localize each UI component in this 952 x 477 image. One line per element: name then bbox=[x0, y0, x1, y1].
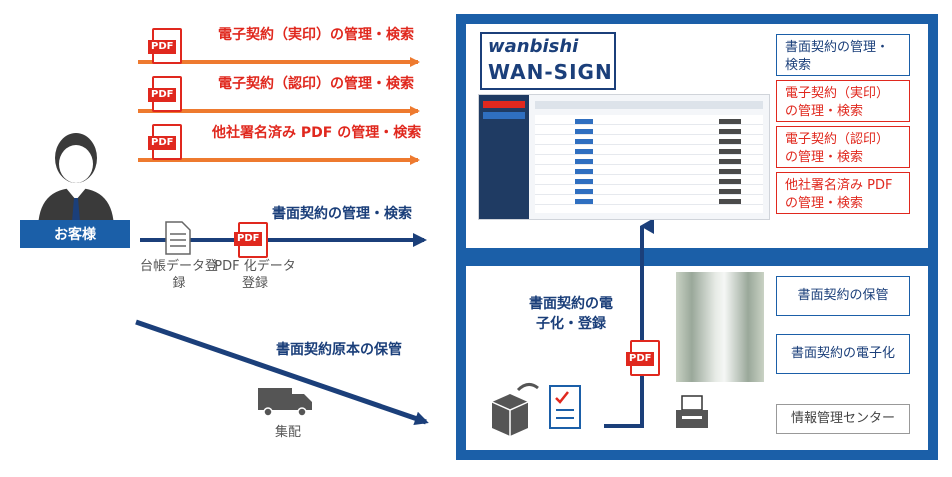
app-toolbar bbox=[535, 101, 763, 109]
feature-box-jitsuin: 電子契約（実印）の管理・検索 bbox=[776, 80, 910, 122]
app-table-action-column bbox=[719, 119, 741, 209]
app-table-status-column bbox=[575, 119, 593, 209]
flow-label-mitomein: 電子契約（認印）の管理・検索 bbox=[218, 76, 414, 92]
brand-text: wanbishi bbox=[488, 36, 579, 57]
truck-label: 集配 bbox=[274, 425, 301, 440]
warehouse-photo bbox=[676, 272, 764, 382]
center-box-digitize: 書面契約の電子化 bbox=[776, 334, 910, 374]
scanner-icon bbox=[676, 395, 708, 428]
pdf-tag: PDF bbox=[148, 136, 177, 150]
pdf-icon-paper: PDF bbox=[234, 222, 268, 258]
curved-arrow-icon bbox=[516, 383, 539, 392]
app-sidebar bbox=[479, 95, 529, 219]
ledger-doc-icon bbox=[165, 221, 191, 255]
wansign-logo: wanbishi WAN-SIGN bbox=[480, 32, 616, 90]
product-name: WAN-SIGN bbox=[488, 60, 613, 84]
storage-flow-arrow bbox=[135, 319, 429, 426]
checklist-icon bbox=[549, 385, 581, 429]
center-name: 情報管理センター bbox=[776, 404, 910, 434]
pdf-tag: PDF bbox=[148, 40, 177, 54]
flow-label-other-pdf: 他社署名済み PDF の管理・検索 bbox=[212, 125, 422, 141]
pdf-tag: PDF bbox=[626, 352, 655, 366]
ledger-step-label: 台帳データ登録 bbox=[139, 259, 218, 291]
pdf-tag: PDF bbox=[234, 232, 263, 246]
storage-flow-label: 書面契約原本の保管 bbox=[276, 342, 402, 358]
pdf-icon-other: PDF bbox=[148, 124, 182, 160]
center-box-storage: 書面契約の保管 bbox=[776, 276, 910, 316]
customer-avatar-icon bbox=[38, 133, 114, 230]
upload-arrow bbox=[604, 220, 654, 428]
pdf-icon-jitsuin: PDF bbox=[148, 28, 182, 64]
paper-flow-label: 書面契約の管理・検索 bbox=[272, 206, 412, 222]
pdf-tag: PDF bbox=[148, 88, 177, 102]
app-screenshot bbox=[478, 94, 770, 220]
app-sidebar-button bbox=[483, 101, 525, 108]
feature-box-other-pdf: 他社署名済み PDF の管理・検索 bbox=[776, 172, 910, 214]
center-icons bbox=[491, 220, 708, 436]
cardboard-box-icon bbox=[491, 394, 529, 436]
feature-box-mitomein: 電子契約（認印）の管理・検索 bbox=[776, 126, 910, 168]
app-sidebar-button bbox=[483, 112, 525, 119]
digitize-label: 書面契約の電子化・登録 bbox=[529, 296, 613, 332]
truck-icon bbox=[258, 388, 312, 417]
flow-label-jitsuin: 電子契約（実印）の管理・検索 bbox=[218, 27, 414, 43]
pdf-icon-mitomein: PDF bbox=[148, 76, 182, 112]
pdf-icon-upload: PDF bbox=[626, 340, 660, 376]
feature-box-paper: 書面契約の管理・検索 bbox=[776, 34, 910, 76]
pdf-step-label: PDF 化データ登録 bbox=[214, 259, 296, 291]
customer-label: お客様 bbox=[20, 220, 130, 248]
